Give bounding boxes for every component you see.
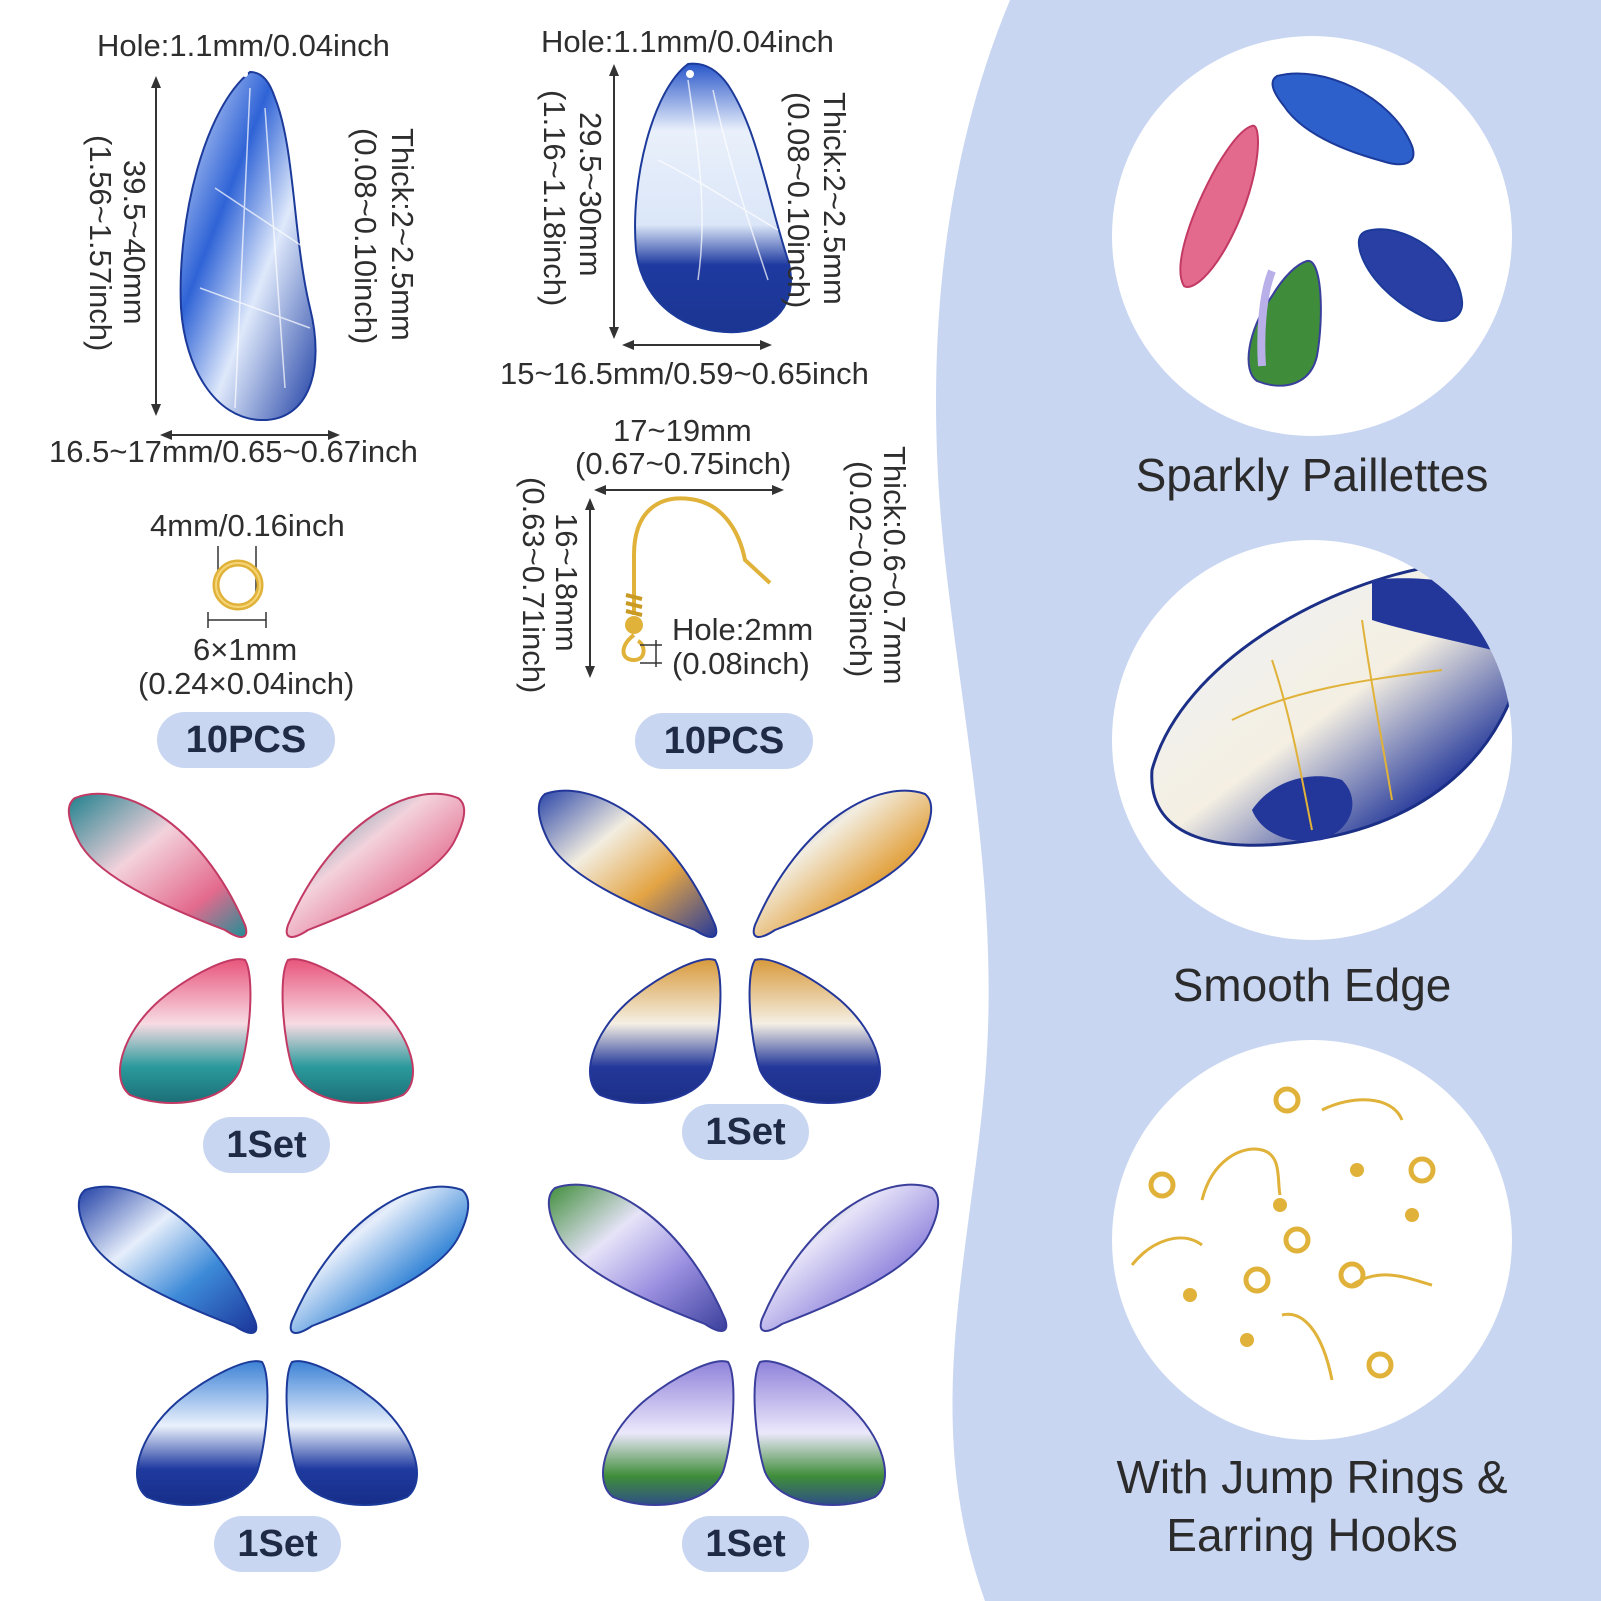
set-badge-green: 1Set bbox=[682, 1516, 809, 1572]
hook-length-arrow bbox=[585, 498, 595, 678]
large-wing-thick-in: (0.08~0.10inch) bbox=[348, 128, 383, 345]
small-wing-length-mm: 29.5~30mm bbox=[573, 112, 608, 277]
wing-set-gold-navy bbox=[537, 789, 933, 1104]
set-badge-blue: 1Set bbox=[214, 1516, 341, 1572]
large-wing-thick-mm: Thick:2~2.5mm bbox=[385, 128, 420, 341]
hook-length-in-label: (0.63~0.71inch) bbox=[516, 477, 551, 694]
wing-set-blue bbox=[77, 1185, 470, 1506]
jump-ring-image bbox=[207, 546, 267, 628]
small-wing-image bbox=[634, 62, 792, 334]
set-badge-gold: 1Set bbox=[682, 1104, 809, 1160]
large-wing-image bbox=[179, 70, 317, 422]
hook-length-mm-label: 16~18mm bbox=[549, 513, 584, 652]
wing-set-pink-teal bbox=[67, 792, 466, 1104]
hook-hole-mm-label: Hole:2mm bbox=[672, 612, 814, 647]
hook-width-mm-label: 17~19mm bbox=[613, 413, 752, 448]
small-wing-width-label: 15~16.5mm/0.59~0.65inch bbox=[500, 356, 869, 391]
large-wing-hole-label: Hole:1.1mm/0.04inch bbox=[97, 28, 390, 63]
hook-thick-mm-label: Thick:0.6~0.7mm bbox=[877, 446, 912, 685]
large-wing-width-label: 16.5~17mm/0.65~0.67inch bbox=[49, 434, 418, 469]
large-wing-width-arrow bbox=[160, 430, 340, 440]
large-wing-length-mm: 39.5~40mm bbox=[117, 160, 152, 325]
wing-sets-illustration bbox=[67, 789, 940, 1506]
large-wing-length-in: (1.56~1.57inch) bbox=[83, 135, 118, 352]
feature-caption-sparkly: Sparkly Paillettes bbox=[1135, 449, 1489, 501]
earring-hook-quantity-badge: 10PCS bbox=[635, 713, 813, 769]
wing-set-lavender-green bbox=[547, 1183, 940, 1506]
earring-hook-image bbox=[621, 496, 772, 667]
small-wing-thick-mm: Thick:2~2.5mm bbox=[817, 92, 852, 305]
hook-width-in-label: (0.67~0.75inch) bbox=[575, 446, 792, 481]
feature-caption-accessories-line1: With Jump Rings & bbox=[1116, 1451, 1508, 1503]
hook-hole-in-label: (0.08inch) bbox=[672, 646, 810, 681]
feature-circle-smooth-edge bbox=[1112, 540, 1512, 940]
feature-circle-sparkly bbox=[1112, 36, 1512, 436]
small-wing-width-arrow bbox=[622, 340, 772, 350]
jump-ring-size-in-label: (0.24×0.04inch) bbox=[138, 666, 355, 701]
small-wing-hole-label: Hole:1.1mm/0.04inch bbox=[541, 24, 834, 59]
small-wing-length-in: (1.16~1.18inch) bbox=[537, 90, 572, 307]
hook-thick-in-label: (0.02~0.03inch) bbox=[843, 461, 878, 678]
small-wing-thick-in: (0.08~0.10inch) bbox=[781, 92, 816, 309]
feature-caption-smooth-edge: Smooth Edge bbox=[1172, 959, 1452, 1011]
set-badge-pink: 1Set bbox=[203, 1117, 330, 1173]
jump-ring-size-label: 6×1mm bbox=[193, 632, 298, 667]
jump-ring-inner-label: 4mm/0.16inch bbox=[150, 508, 345, 543]
feature-circle-accessories bbox=[1112, 1040, 1512, 1440]
jump-ring-quantity-badge: 10PCS bbox=[157, 712, 335, 768]
large-wing-length-arrow bbox=[151, 76, 161, 416]
feature-caption-accessories-line2: Earring Hooks bbox=[1166, 1509, 1458, 1561]
hook-width-arrow bbox=[594, 485, 784, 495]
small-wing-length-arrow bbox=[609, 64, 619, 339]
